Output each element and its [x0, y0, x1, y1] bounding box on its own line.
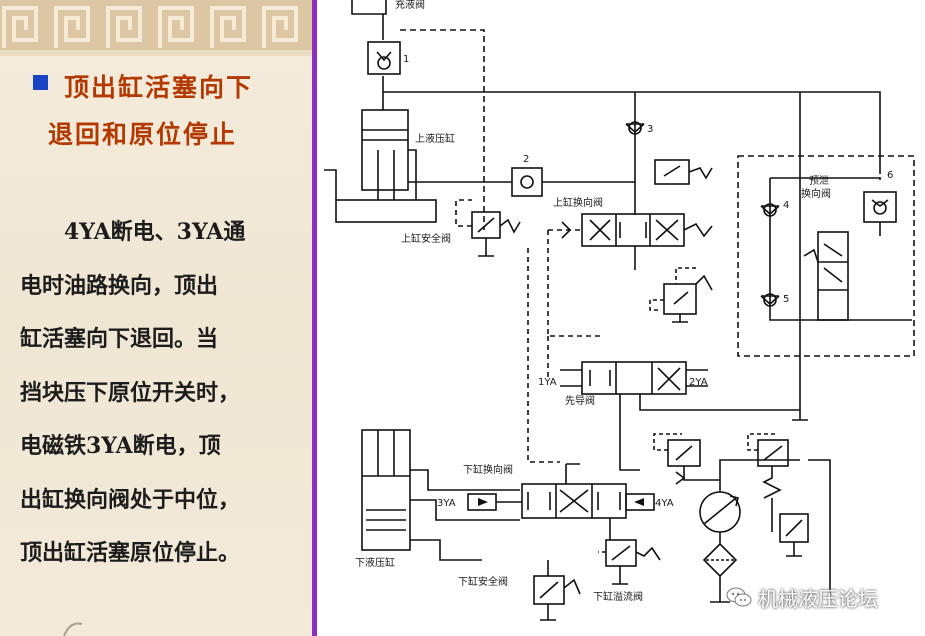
upper-cylinder-body [361, 109, 409, 191]
check-valve-1-icon [367, 41, 401, 75]
hydraulic-circuit-diagram: 充液阀 上液压缸 上缸换向阀 上缸安全阀 预泄 换向阀 1YA 2YA 先导阀 … [317, 0, 925, 636]
upper-reversing-valve-label: 上缸换向阀 [553, 198, 603, 209]
fill-valve-label: 充液阀 [395, 0, 425, 11]
pressure-relief-valve-icon [757, 439, 789, 467]
body-line: 电磁铁3YA断电，顶 [20, 433, 221, 459]
slide-body-text: 4YA断电、3YA通 电时油路换向，顶出 缸活塞向下退回。当 挡块压下原位开关时… [20, 206, 308, 581]
decorative-flourish-icon [63, 622, 83, 636]
body-line: 4YA断电、3YA通 [64, 219, 246, 245]
upper-cylinder-label: 上液压缸 [415, 134, 455, 145]
component-number-1: 1 [403, 54, 410, 65]
pilot-valve-label: 先导阀 [565, 396, 595, 407]
upper-cylinder-base [335, 199, 437, 223]
component-number-6: 6 [887, 170, 894, 181]
slide-heading-line1: 顶出缸活塞向下 [64, 73, 254, 102]
lower-reversing-valve-label: 下缸换向阀 [463, 465, 513, 476]
check-valve-2-icon [511, 167, 543, 197]
pre-release-valve-box [737, 155, 915, 357]
watermark-text: 机械液压论坛 [758, 586, 878, 611]
pre-release-valve-label-line2: 换向阀 [801, 189, 831, 200]
oil-filter-icon [702, 542, 738, 578]
fill-valve-body [351, 0, 387, 15]
body-line: 电时油路换向，顶出 [20, 272, 219, 299]
lower-relief-valve-icon [605, 539, 637, 567]
component-number-5: 5 [783, 294, 790, 305]
body-line: 顶出缸活塞原位停止。 [20, 540, 241, 566]
purple-divider [312, 0, 317, 636]
solenoid-4ya-label: 4YA [655, 498, 674, 509]
component-number-4: 4 [783, 200, 790, 211]
lower-cylinder-body [361, 429, 411, 551]
circuit-drawing [324, 0, 915, 621]
upper-reversing-valve-icon [581, 213, 685, 247]
pilot-valve-icon [581, 361, 687, 395]
body-line: 缸活塞向下退回。当 [20, 326, 219, 352]
limit-switch-icon [654, 159, 690, 185]
solenoid-1ya-label: 1YA [538, 377, 557, 388]
solenoid-3ya-label: 3YA [437, 498, 456, 509]
pre-release-valve-label-line1: 预泄 [809, 176, 829, 187]
lower-relief-valve-label: 下缸溢流阀 [593, 592, 643, 603]
decorative-border-pattern [0, 0, 312, 56]
solenoid-4ya-icon [625, 493, 655, 511]
fret-pattern-icon [0, 0, 312, 56]
wechat-icon [726, 587, 752, 607]
text-panel: 顶出缸活塞向下 退回和原位停止 4YA断电、3YA通 电时油路换向，顶出 缸活塞… [0, 0, 312, 636]
bullet-square-icon [33, 75, 48, 90]
upper-safety-valve-label: 上缸安全阀 [401, 234, 451, 245]
lower-safety-valve-icon [533, 575, 565, 605]
watermark: 机械液压论坛 [726, 582, 878, 612]
body-line: 出缸换向阀处于中位， [20, 486, 241, 513]
solenoid-2ya-label: 2YA [689, 377, 708, 388]
pre-release-reversing-valve-icon [817, 231, 849, 321]
slide-heading-line2: 退回和原位停止 [48, 120, 238, 149]
component-number-3: 3 [647, 124, 654, 135]
lower-safety-valve-label: 下缸安全阀 [458, 577, 508, 588]
component-number-2: 2 [523, 154, 530, 165]
body-line: 挡块压下原位开关时， [20, 379, 241, 406]
lower-cylinder-label: 下液压缸 [355, 558, 395, 569]
